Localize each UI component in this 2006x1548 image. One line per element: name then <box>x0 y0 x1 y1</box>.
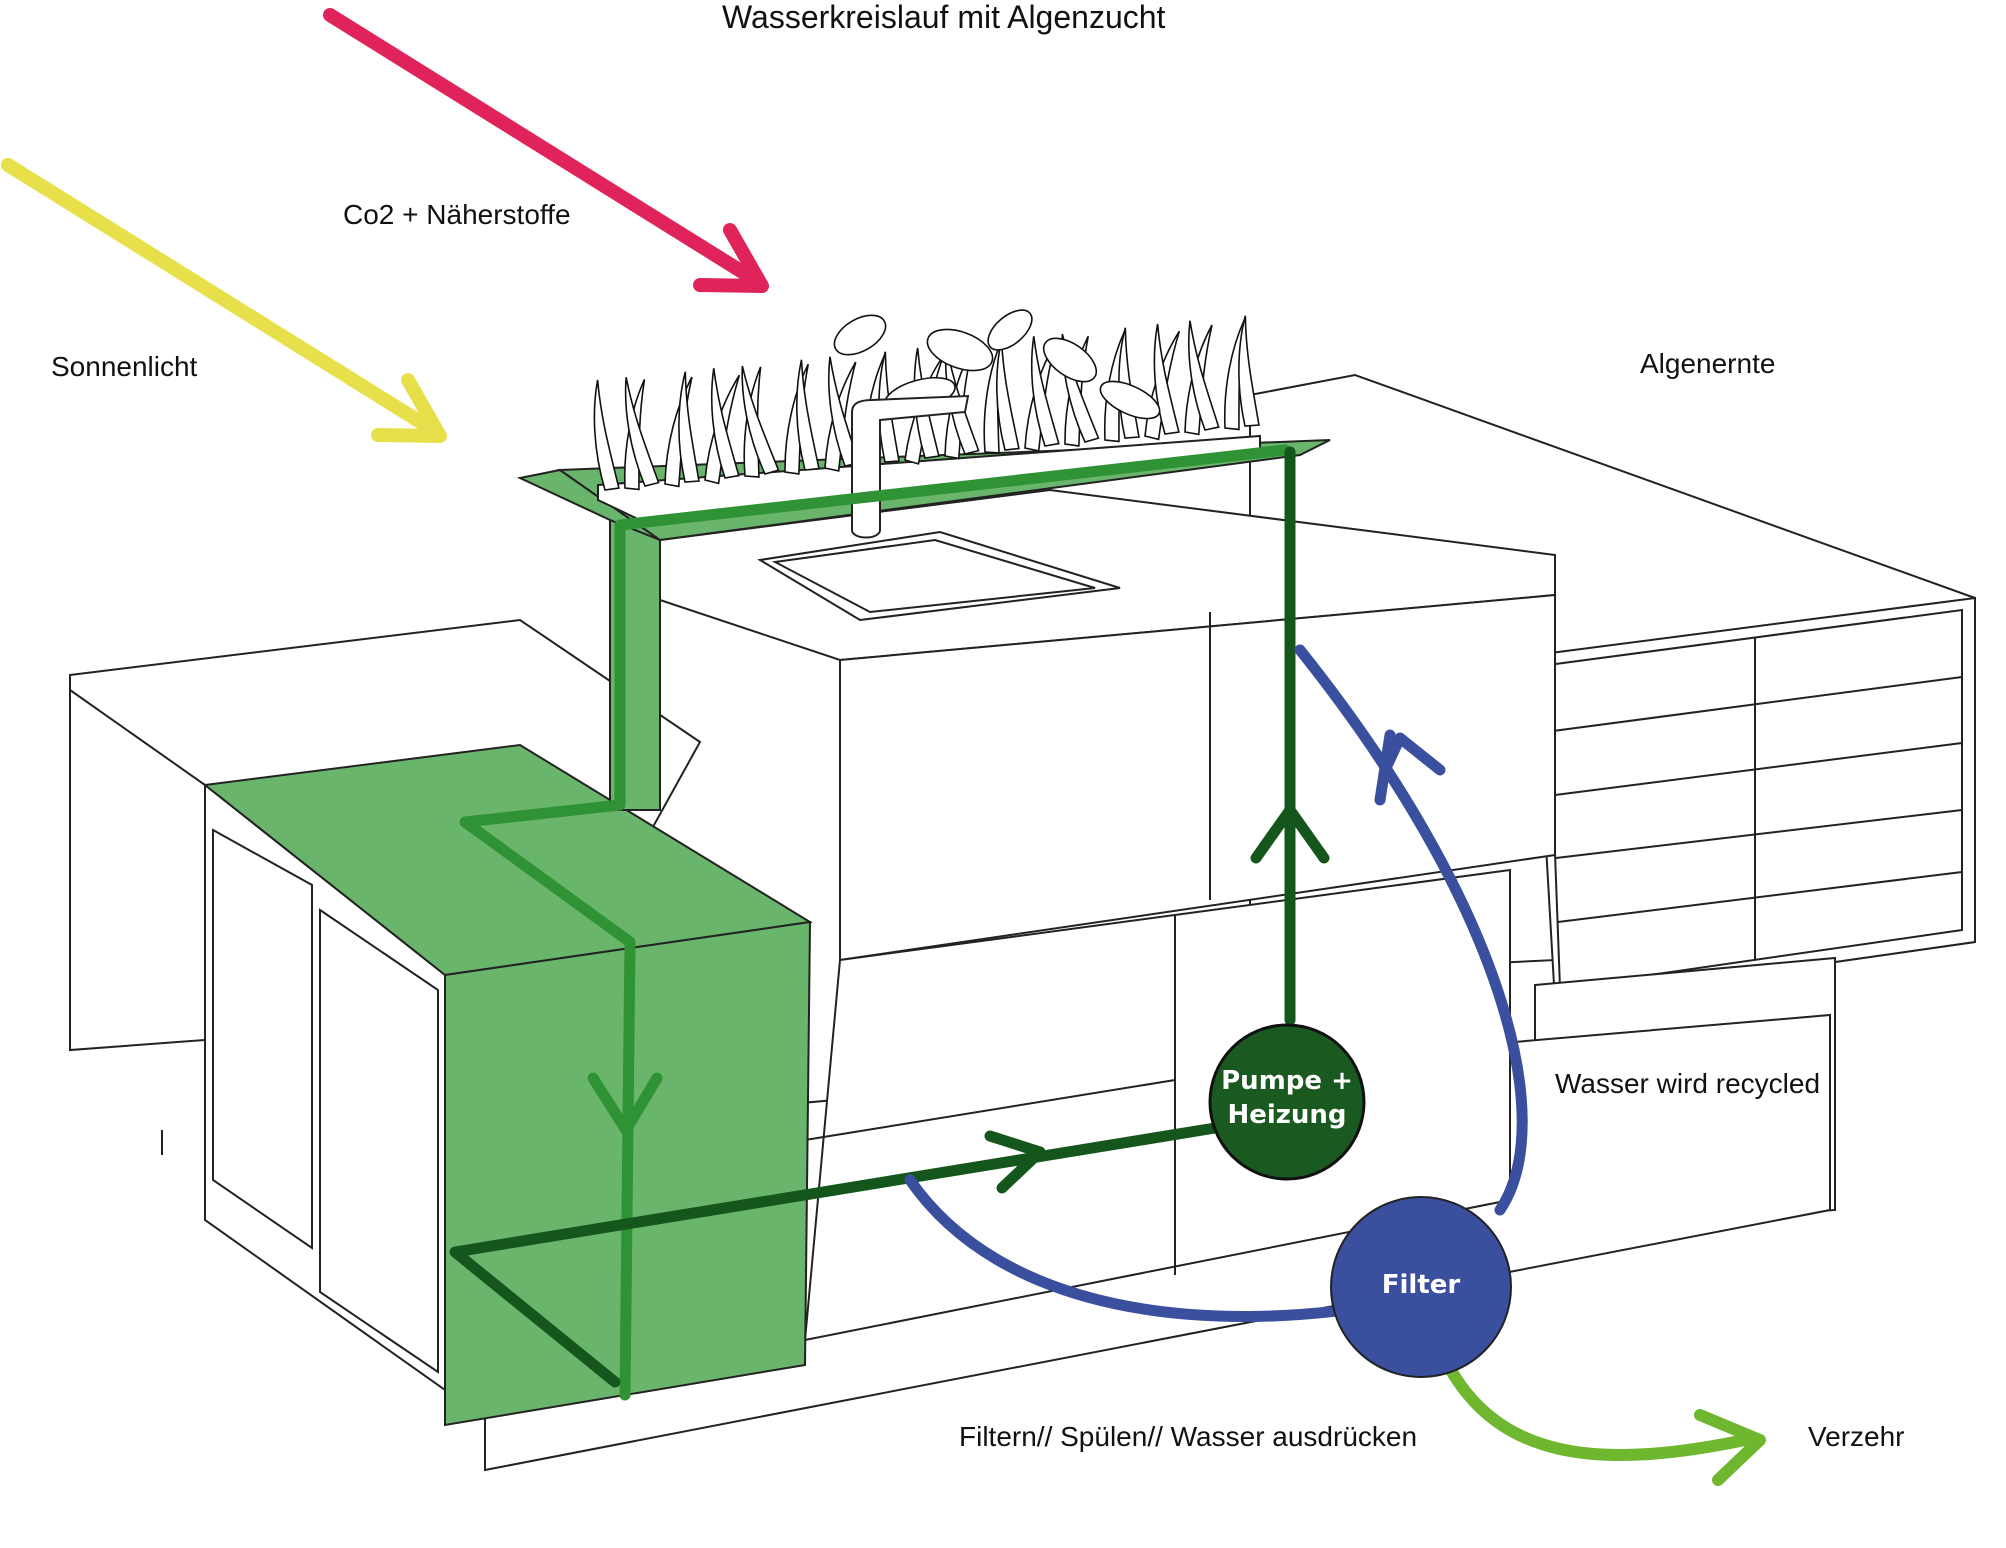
sink-counter <box>659 488 1556 1342</box>
consume-arrow <box>1442 1359 1766 1486</box>
pump-label: Pumpe + Heizung <box>1210 1064 1364 1132</box>
co2-label: Co2 + Näherstoffe <box>343 199 571 230</box>
pump-heater-node <box>1208 1023 1366 1181</box>
harvest-label: Algenernte <box>1640 348 1776 379</box>
diagram-title: Wasserkreislauf mit Algenzucht <box>722 0 1166 35</box>
pump-label-line1: Pumpe + <box>1221 1066 1353 1096</box>
dark-green-pipe <box>449 446 1330 1388</box>
light-green-pipe <box>459 444 1291 1401</box>
process-label: Filtern// Spülen// Wasser ausdrücken <box>959 1421 1418 1452</box>
filter-label: Filter <box>1381 1270 1461 1300</box>
sunlight-label: Sonnenlicht <box>51 351 198 382</box>
recycle-label: Wasser wird recycled <box>1555 1068 1821 1099</box>
recycle-arrow <box>904 644 1528 1322</box>
co2-arrow <box>323 8 769 293</box>
pump-label-line2: Heizung <box>1227 1100 1347 1130</box>
filter-node <box>1330 1196 1512 1378</box>
faucet <box>851 394 970 539</box>
consume-label: Verzehr <box>1808 1421 1905 1452</box>
sunlight-arrow <box>1 158 447 443</box>
